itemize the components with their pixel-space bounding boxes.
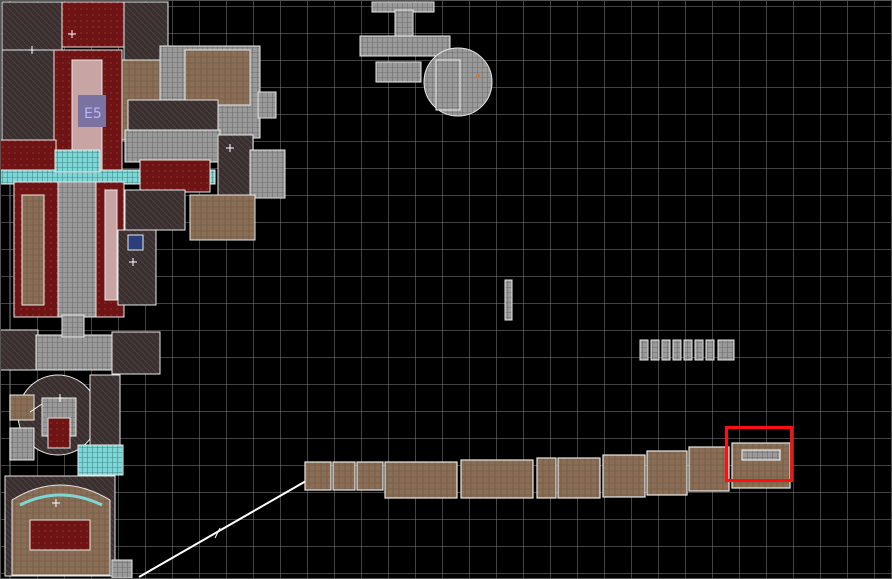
- lone-pillar: [504, 279, 513, 321]
- red-square-marker: [725, 426, 793, 482]
- north-structure: [359, 1, 493, 117]
- south-room-chain: [304, 442, 791, 499]
- locker-row: [639, 339, 735, 361]
- west-complex: [0, 1, 286, 579]
- zone-label: E5: [84, 106, 102, 122]
- item-markers: [28, 30, 234, 507]
- connector-line: [138, 480, 307, 578]
